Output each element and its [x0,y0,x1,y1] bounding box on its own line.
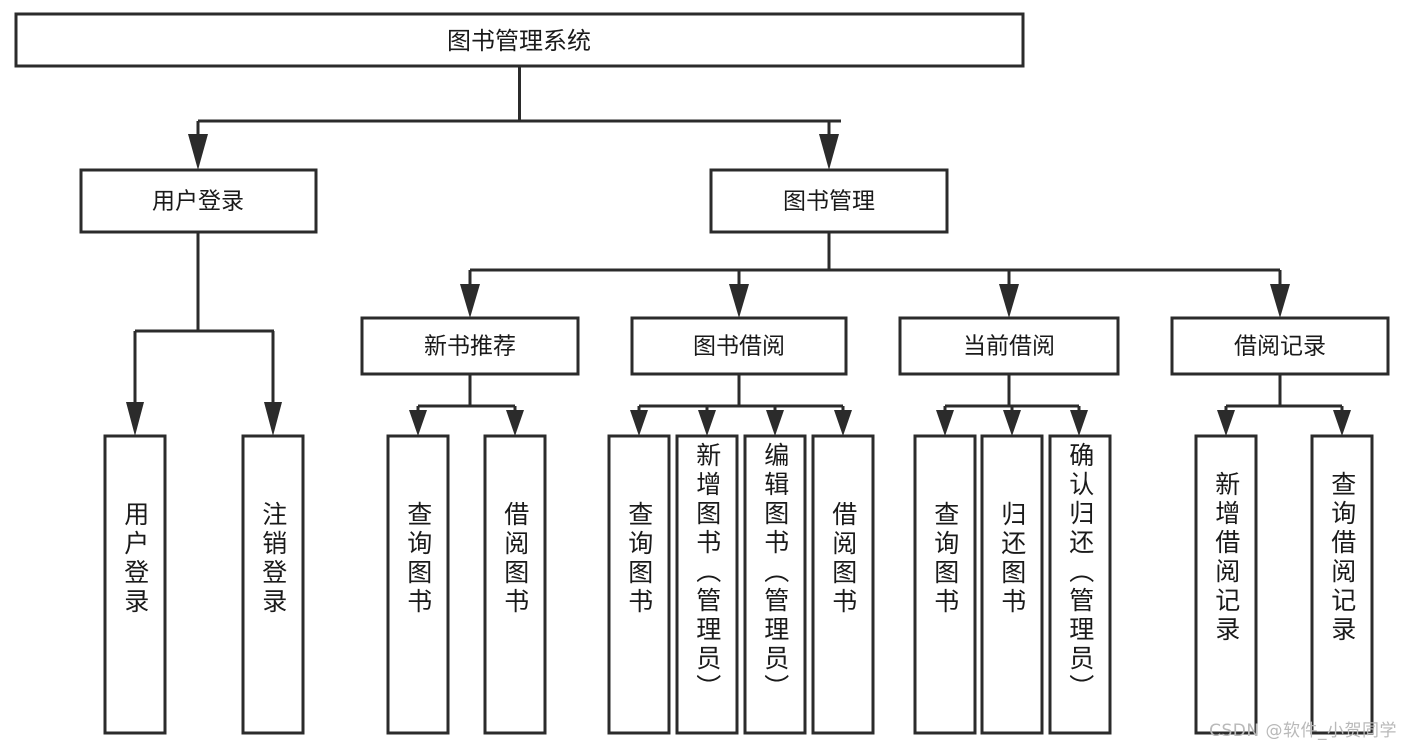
connector-current-borrow-to-leaves [936,374,1088,436]
arrowhead-to-user-login [188,134,208,170]
connector-borrow-record-to-leaves [1217,374,1351,436]
leaf-box-query-book-1[interactable] [386,434,450,735]
arrowhead-leaf-confirm-return [1070,410,1088,436]
leaf-box-confirm-return[interactable] [1048,434,1112,735]
node-borrow-record-box[interactable] [1170,316,1390,376]
node-current-borrow-label: 当前借阅 [963,334,1055,360]
node-new-book-rec-box[interactable] [360,316,580,376]
node-new-book-rec-label: 新书推荐 [424,334,516,360]
arrowhead-to-current-borrow [999,284,1019,318]
arrowhead-leaf-borrow-book-2 [834,410,852,436]
arrowhead-leaf-edit-book [766,410,784,436]
leaf-box-borrow-book-2[interactable] [811,434,875,735]
leaf-box-edit-book[interactable] [743,434,807,735]
arrowhead-leaf-user-login [126,402,144,436]
arrowhead-leaf-query-record [1333,410,1351,436]
arrowhead-leaf-user-logout [264,402,282,436]
connector-user-login-to-leaves [126,232,282,436]
connector-book-manage-to-level3 [460,232,1290,318]
node-new-book-rec[interactable]: 新书推荐 [360,316,580,376]
node-user-login[interactable]: 用户登录 [79,168,318,234]
connector-root-to-level2 [188,66,841,170]
node-book-manage-label: 图书管理 [783,189,875,215]
node-root[interactable]: 图书管理系统 [14,12,1025,68]
node-root-box[interactable] [14,12,1025,68]
arrowhead-to-borrow-record [1270,284,1290,318]
leaf-box-user-login[interactable] [103,434,167,735]
node-book-manage-box[interactable] [709,168,949,234]
node-book-borrow-box[interactable] [630,316,848,376]
arrowhead-to-new-book-rec [460,284,480,318]
arrowhead-leaf-query-book-3 [936,410,954,436]
arrowhead-leaf-borrow-book-1 [506,410,524,436]
leaf-box-return-book[interactable] [980,434,1044,735]
arrowhead-to-book-manage [819,134,839,170]
node-current-borrow[interactable]: 当前借阅 [898,316,1120,376]
node-borrow-record[interactable]: 借阅记录 [1170,316,1390,376]
arrowhead-leaf-query-book-2 [630,410,648,436]
node-user-login-box[interactable] [79,168,318,234]
connector-book-borrow-to-leaves [630,374,852,436]
connector-new-book-rec-to-leaves [409,374,524,436]
leaf-box-user-logout[interactable] [241,434,305,735]
node-book-borrow[interactable]: 图书借阅 [630,316,848,376]
leaf-box-add-record[interactable] [1194,434,1258,735]
node-current-borrow-box[interactable] [898,316,1120,376]
leaf-box-add-book[interactable] [675,434,739,735]
arrowhead-leaf-return-book [1003,410,1021,436]
node-book-manage[interactable]: 图书管理 [709,168,949,234]
node-user-login-label: 用户登录 [152,189,244,215]
leaf-box-borrow-book-1[interactable] [483,434,547,735]
arrowhead-leaf-add-book [698,410,716,436]
arrowhead-leaf-query-book-1 [409,410,427,436]
node-book-borrow-label: 图书借阅 [693,334,785,360]
leaf-box-query-book-2[interactable] [607,434,671,735]
csdn-watermark: CSDN @软件_小贺同学 [1209,721,1397,741]
arrowhead-leaf-add-record [1217,410,1235,436]
arrowhead-to-book-borrow [729,284,749,318]
leaf-box-query-record[interactable] [1310,434,1374,735]
node-borrow-record-label: 借阅记录 [1234,334,1326,360]
leaf-box-query-book-3[interactable] [913,434,977,735]
node-root-label: 图书管理系统 [447,27,591,55]
